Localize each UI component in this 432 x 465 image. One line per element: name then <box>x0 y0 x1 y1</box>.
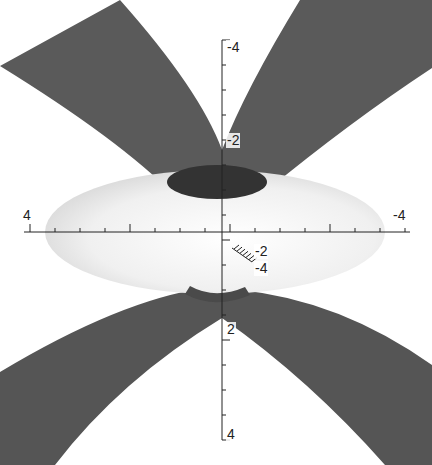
axis-tick <box>130 224 131 232</box>
axis-tick <box>230 224 231 232</box>
axis-tick <box>222 265 226 266</box>
axis-label: 4 <box>22 208 32 223</box>
axis-tick <box>355 228 356 232</box>
axis-tick <box>222 190 226 191</box>
axis-tick <box>105 228 106 232</box>
axis-tick <box>30 224 31 232</box>
axis-label: -2 <box>254 244 268 259</box>
axis-tick <box>237 247 242 251</box>
axis-tick <box>222 315 226 316</box>
axis-tick <box>380 228 381 232</box>
axis-tick <box>222 290 226 291</box>
axis-tick <box>180 228 181 232</box>
axis-label: 2 <box>226 322 236 337</box>
axis-tick <box>243 251 248 255</box>
axis-tick <box>222 340 230 341</box>
sheet-vertex <box>167 165 267 199</box>
axis-tick <box>222 165 226 166</box>
axis-tick <box>405 228 406 232</box>
axis-label: -4 <box>392 208 406 223</box>
axis-tick <box>246 253 251 257</box>
axis-tick <box>55 228 56 232</box>
axis-tick <box>222 90 226 91</box>
axis-tick <box>205 228 206 232</box>
axis-tick <box>305 228 306 232</box>
axis-tick <box>222 240 230 241</box>
axis-label: -4 <box>254 261 268 276</box>
axis-tick <box>330 224 331 232</box>
axis-tick <box>222 65 226 66</box>
axes <box>24 40 410 440</box>
axis-label: -2 <box>226 133 240 148</box>
axis-tick <box>222 115 226 116</box>
axis-tick <box>240 249 245 253</box>
axis-label: 4 <box>226 427 236 442</box>
ticks <box>30 40 405 440</box>
axis-tick <box>280 228 281 232</box>
axis-tick <box>222 390 226 391</box>
axis-tick <box>222 215 226 216</box>
axis-tick <box>255 228 256 232</box>
axis-tick <box>222 365 226 366</box>
lower-sheet <box>0 288 432 465</box>
axis-tick <box>155 228 156 232</box>
axis-tick <box>80 228 81 232</box>
axis-tick <box>234 245 239 249</box>
axis-label: -4 <box>226 40 240 55</box>
lower-vertex <box>185 286 250 302</box>
axis-tick <box>222 415 226 416</box>
